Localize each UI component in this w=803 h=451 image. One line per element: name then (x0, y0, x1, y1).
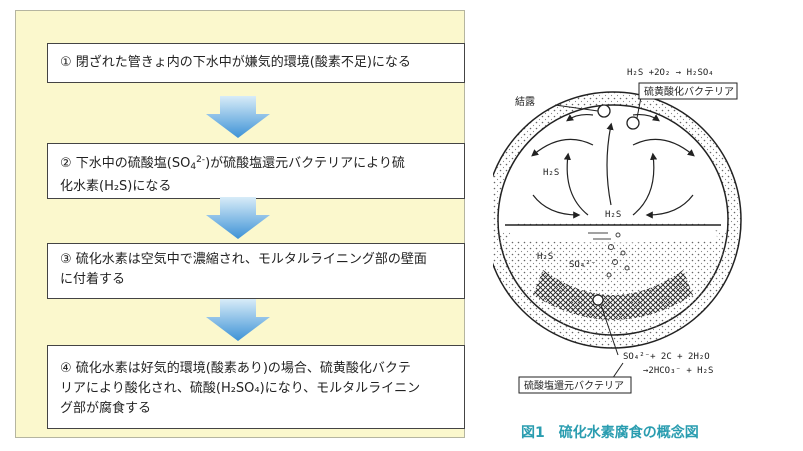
step-3-box: ③ 硫化水素は空気中で濃縮され、モルタルライニング部の壁面 に付着する (47, 243, 465, 299)
label-h2s-left: H₂S (543, 168, 559, 178)
step-4-box: ④ 硫化水素は好気的環境(酸素あり)の場合、硫黄酸化バクテ リアにより酸化され、… (47, 345, 465, 429)
step-2-box: ② 下水中の硫酸塩(SO42-)が硫酸塩還元バクテリアにより硫 化水素(H₂S)… (47, 143, 465, 199)
label-h2s-water: H₂S (537, 252, 553, 262)
label-condensation: 結露 (515, 95, 535, 108)
figure-title: 硫化水素腐食の概念図 (558, 425, 699, 441)
step-4-line-2: リアにより酸化され、硫酸(H₂SO₄)になり、モルタルライニン (60, 381, 421, 396)
step-2-superscript: 2- (196, 155, 206, 165)
label-box (518, 376, 632, 394)
step-3-line-2: に付着する (60, 272, 126, 287)
label-sulfur-oxidizing: 硫黄酸化バクテリア (644, 85, 734, 98)
figure-number: 図1 (521, 425, 545, 441)
label-h2s-center: H₂S (605, 210, 621, 220)
gas-flow-arrows (531, 113, 695, 219)
leader-line (600, 304, 619, 356)
label-sulfate-reducing: 硫酸塩還元バクテリア (524, 379, 624, 392)
down-arrow-icon (206, 299, 270, 341)
step-4-line-3: グ部が腐食する (60, 401, 152, 416)
reaction-top: H₂S +2O₂ → H₂SO₄ (627, 68, 714, 78)
down-arrow-icon (206, 96, 270, 138)
down-arrow-icon (206, 197, 270, 239)
step-4-line-1: ④ 硫化水素は好気的環境(酸素あり)の場合、硫黄酸化バクテ (60, 361, 411, 376)
pipe-corrosion-figure: H₂S +2O₂ → H₂SO₄ 硫黄酸化バクテリア 結露 H₂S H₂S H₂… (493, 68, 742, 394)
sludge-layer (533, 270, 693, 320)
label-so4: SO₄²⁻ (569, 260, 596, 270)
step-2-line-1: ② 下水中の硫酸塩(SO42-)が硫酸塩還元バクテリアにより硫 (60, 150, 454, 177)
condensation-drop (597, 104, 611, 118)
reaction-bottom-2: →2HCO₃⁻ + H₂S (643, 366, 713, 376)
step-2-subscript: 4 (190, 162, 197, 172)
process-panel: ① 閉ざれた管きょ内の下水中が嫌気的環境(酸素不足)になる ② 下水中の硫酸塩(… (15, 10, 465, 438)
figure-caption: 図1 硫化水素腐食の概念図 (521, 422, 699, 442)
step-1-text: ① 閉ざれた管きょ内の下水中が嫌気的環境(酸素不足)になる (60, 55, 411, 70)
reaction-bottom-1: SO₄²⁻+ 2C + 2H₂O (623, 352, 710, 362)
step-2-line-2: 化水素(H₂S)になる (60, 179, 172, 194)
step-2-text-b: )が硫酸塩還元バクテリアにより硫 (205, 156, 405, 171)
step-1-box: ① 閉ざれた管きょ内の下水中が嫌気的環境(酸素不足)になる (47, 43, 465, 83)
bacteria-site-top (626, 116, 640, 130)
leader-line (554, 104, 599, 112)
label-box (638, 82, 738, 100)
bacteria-site-bottom (592, 294, 604, 306)
step-2-text-a: ② 下水中の硫酸塩(SO (60, 156, 191, 171)
step-3-line-1: ③ 硫化水素は空気中で濃縮され、モルタルライニング部の壁面 (60, 252, 427, 267)
gas-bubbles (606, 232, 630, 278)
